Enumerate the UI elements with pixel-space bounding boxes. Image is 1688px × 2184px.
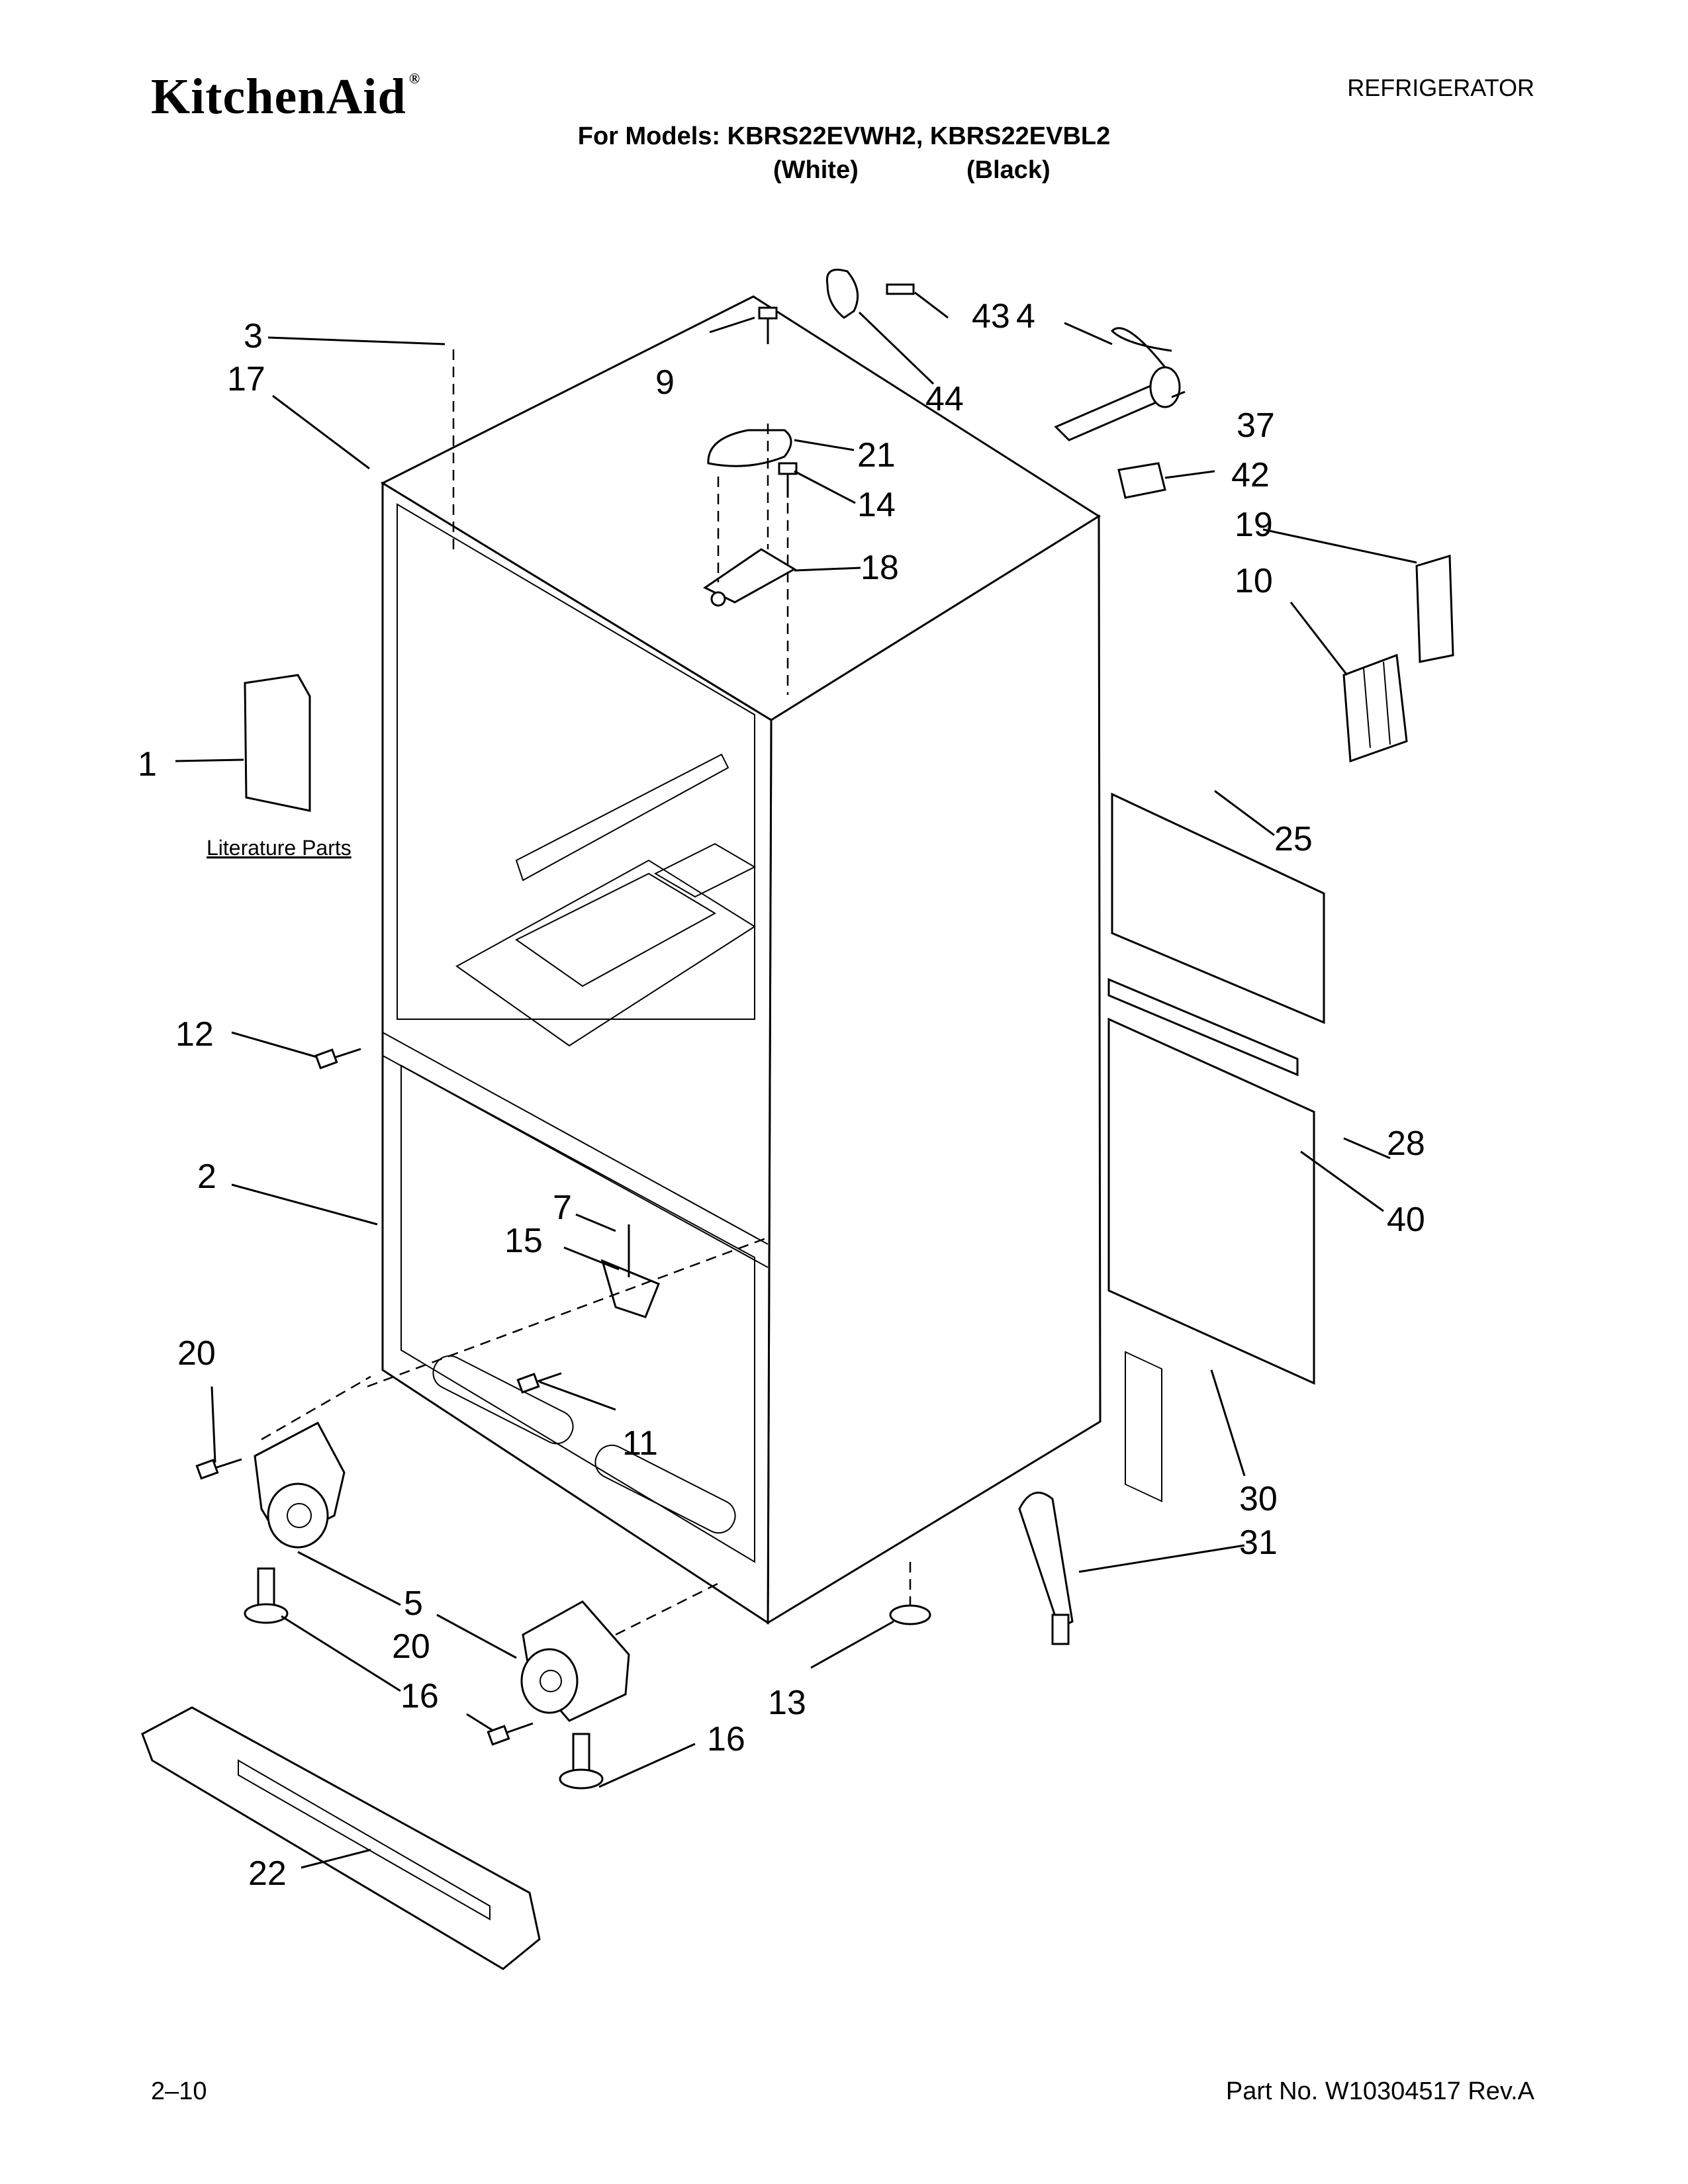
fresh-food-opening bbox=[397, 503, 755, 1020]
rear-grille-assembly bbox=[1107, 792, 1325, 1502]
divider-mullion-lower bbox=[382, 1055, 769, 1268]
floor-recess bbox=[515, 872, 717, 987]
rear-foot-13 bbox=[889, 1562, 931, 1625]
filter-handle-31 bbox=[1018, 1492, 1074, 1645]
callout-40: 40 bbox=[1387, 1201, 1425, 1239]
callout-9: 9 bbox=[655, 363, 675, 402]
callout-25: 25 bbox=[1274, 820, 1313, 858]
callout-labels: 3 17 9 4 43 44 37 21 42 14 19 18 10 1 Li… bbox=[138, 297, 1425, 1893]
callout-10: 10 bbox=[1235, 562, 1273, 600]
callout-37: 37 bbox=[1237, 406, 1275, 445]
hinge-screw-9 bbox=[758, 306, 778, 344]
callout-20-bottom: 20 bbox=[392, 1627, 430, 1666]
clip-part-42 bbox=[1117, 462, 1166, 499]
callout-28: 28 bbox=[1387, 1124, 1425, 1163]
callout-5: 5 bbox=[404, 1584, 423, 1623]
callout-7: 7 bbox=[553, 1189, 572, 1227]
callout-19: 19 bbox=[1235, 506, 1273, 544]
callout-31: 31 bbox=[1239, 1524, 1278, 1562]
part-number: Part No. W10304517 Rev.A bbox=[1225, 2077, 1534, 2105]
literature-parts-label: Literature Parts bbox=[207, 836, 352, 860]
callout-42: 42 bbox=[1231, 456, 1270, 494]
registered-mark: ® bbox=[408, 70, 421, 87]
front-roller-right bbox=[520, 1600, 630, 1722]
callout-30: 30 bbox=[1239, 1480, 1278, 1518]
callout-18: 18 bbox=[861, 549, 899, 587]
freezer-opening bbox=[400, 1064, 755, 1563]
variant-white: (White) bbox=[773, 156, 859, 184]
hinge-screw-14 bbox=[778, 462, 798, 498]
door-trim-part-19 bbox=[1415, 555, 1454, 663]
interior-air-duct bbox=[515, 753, 729, 882]
dash-roller-left bbox=[261, 1375, 371, 1441]
callout-17: 17 bbox=[227, 360, 265, 398]
dash-11 bbox=[367, 1236, 769, 1388]
cabinet-front bbox=[381, 481, 773, 1625]
front-roller-left bbox=[254, 1421, 346, 1549]
bolt-12 bbox=[314, 1048, 361, 1069]
water-tube-part-37 bbox=[1054, 327, 1181, 441]
hinge-pin bbox=[710, 591, 726, 607]
callout-4: 4 bbox=[1016, 297, 1035, 336]
leveling-leg-right bbox=[559, 1733, 604, 1790]
divider-mullion bbox=[382, 1032, 769, 1245]
rear-panel-30 bbox=[1107, 1017, 1315, 1385]
callout-1: 1 bbox=[138, 745, 157, 784]
callout-21: 21 bbox=[857, 436, 896, 475]
model-line: For Models: KBRS22EVWH2, KBRS22EVBL2 bbox=[577, 122, 1111, 150]
bolt-20-right bbox=[487, 1722, 534, 1746]
bolt-20-left bbox=[195, 1458, 242, 1480]
grille-louvers bbox=[1125, 1351, 1162, 1502]
leveling-leg-left bbox=[244, 1567, 289, 1624]
bracket-part-43-44 bbox=[825, 269, 915, 319]
cabinet-floor bbox=[455, 859, 756, 1047]
page-number: 2–10 bbox=[151, 2077, 207, 2105]
brand-logo: KitchenAid® bbox=[151, 69, 421, 124]
callout-3: 3 bbox=[244, 317, 263, 355]
callout-16-left: 16 bbox=[400, 1677, 439, 1715]
document-type: REFRIGERATOR bbox=[1347, 74, 1534, 101]
rear-access-cover bbox=[1111, 792, 1325, 1024]
callout-2: 2 bbox=[197, 1158, 216, 1196]
callout-12: 12 bbox=[175, 1015, 214, 1054]
callout-15: 15 bbox=[504, 1222, 543, 1260]
callout-43: 43 bbox=[972, 297, 1010, 336]
hinge-cover bbox=[707, 429, 792, 467]
toe-grille-22 bbox=[141, 1706, 541, 1970]
dash-roller-right bbox=[615, 1580, 722, 1636]
callout-20-top: 20 bbox=[177, 1334, 216, 1373]
bolt-11 bbox=[516, 1372, 562, 1394]
literature-booklet bbox=[244, 674, 311, 812]
vent-grille-interior bbox=[653, 842, 757, 898]
callout-22: 22 bbox=[248, 1854, 287, 1893]
leader-lines bbox=[175, 291, 1417, 1869]
callout-44: 44 bbox=[925, 380, 964, 418]
top-hinge-assembly bbox=[703, 306, 798, 695]
callout-16-right: 16 bbox=[707, 1720, 745, 1758]
cabinet-bottom-openings bbox=[432, 1355, 736, 1534]
variant-black: (Black) bbox=[966, 156, 1051, 184]
callout-11: 11 bbox=[622, 1424, 658, 1463]
water-dispenser-part-10 bbox=[1342, 653, 1408, 763]
grille-strip-40 bbox=[1107, 978, 1299, 1077]
callout-14: 14 bbox=[857, 486, 896, 524]
refrigerator-cabinet bbox=[380, 295, 1102, 1625]
callout-13: 13 bbox=[768, 1684, 806, 1722]
